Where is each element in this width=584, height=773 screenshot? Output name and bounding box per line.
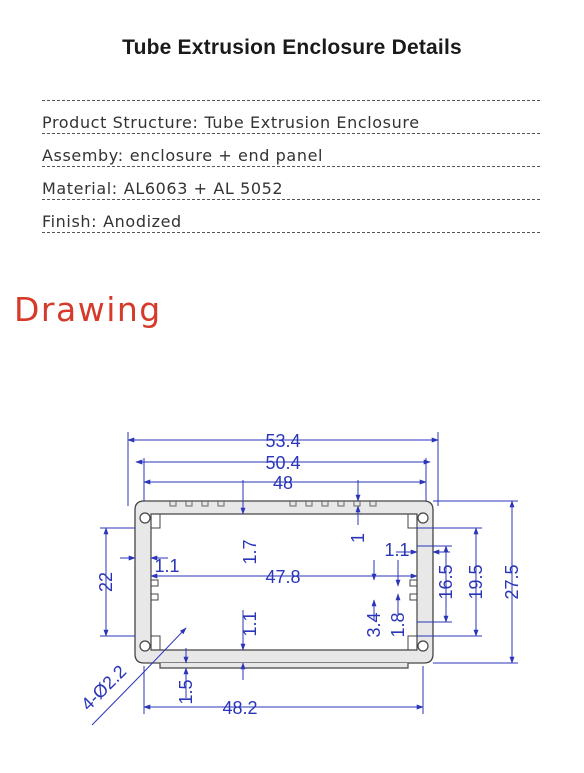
dim-slot-34: 3.4 [364, 612, 384, 637]
spec-label: Material: [42, 179, 118, 198]
dim-overall-height: 27.5 [502, 564, 522, 599]
spec-row-assembly: Assemby: enclosure + end panel [42, 134, 540, 167]
spec-value: enclosure + end panel [129, 146, 324, 165]
dimension-lines [91, 432, 518, 726]
dim-side-height: 22 [96, 572, 116, 592]
dim-overall-width: 53.4 [265, 431, 300, 451]
spec-value: AL6063 + AL 5052 [123, 179, 284, 198]
enclosure-profile [134, 500, 434, 669]
spec-label: Finish: [42, 212, 98, 231]
technical-drawing: 53.4 50.4 48 47.8 48.2 27.5 19.5 16.5 22… [77, 431, 522, 726]
spec-row-structure: Product Structure: Tube Extrusion Enclos… [42, 101, 540, 134]
dim-right-wall: 1.1 [384, 540, 409, 560]
spec-label: Product Structure: [42, 113, 199, 132]
spec-row-finish: Finish: Anodized [42, 200, 540, 233]
dim-top-span: 48 [273, 473, 293, 493]
dim-left-wall: 1.1 [154, 556, 179, 576]
dim-bottom-rail: 1.5 [176, 679, 196, 704]
page-title: Tube Extrusion Enclosure Details [122, 36, 462, 59]
dim-height-165: 16.5 [436, 564, 456, 599]
dim-top-wall: 1.7 [240, 539, 260, 564]
dim-outer-width: 50.4 [265, 453, 300, 473]
dim-slot-18: 1.8 [388, 612, 408, 637]
spec-table: Product Structure: Tube Extrusion Enclos… [42, 100, 540, 233]
dim-inner-width: 47.8 [265, 567, 300, 587]
spec-label: Assemby: [42, 146, 124, 165]
spec-row-material: Material: AL6063 + AL 5052 [42, 167, 540, 200]
dim-top-fin: 1 [348, 533, 368, 543]
drawing-heading: Drawing [14, 290, 162, 329]
dim-bottom-wall: 1.1 [240, 611, 260, 636]
dim-holes: 4-Ø2.2 [77, 661, 130, 714]
spec-value: Anodized [103, 212, 182, 231]
spec-value: Tube Extrusion Enclosure [204, 113, 420, 132]
dim-height-195: 19.5 [466, 564, 486, 599]
dim-bottom-width: 48.2 [222, 698, 257, 718]
